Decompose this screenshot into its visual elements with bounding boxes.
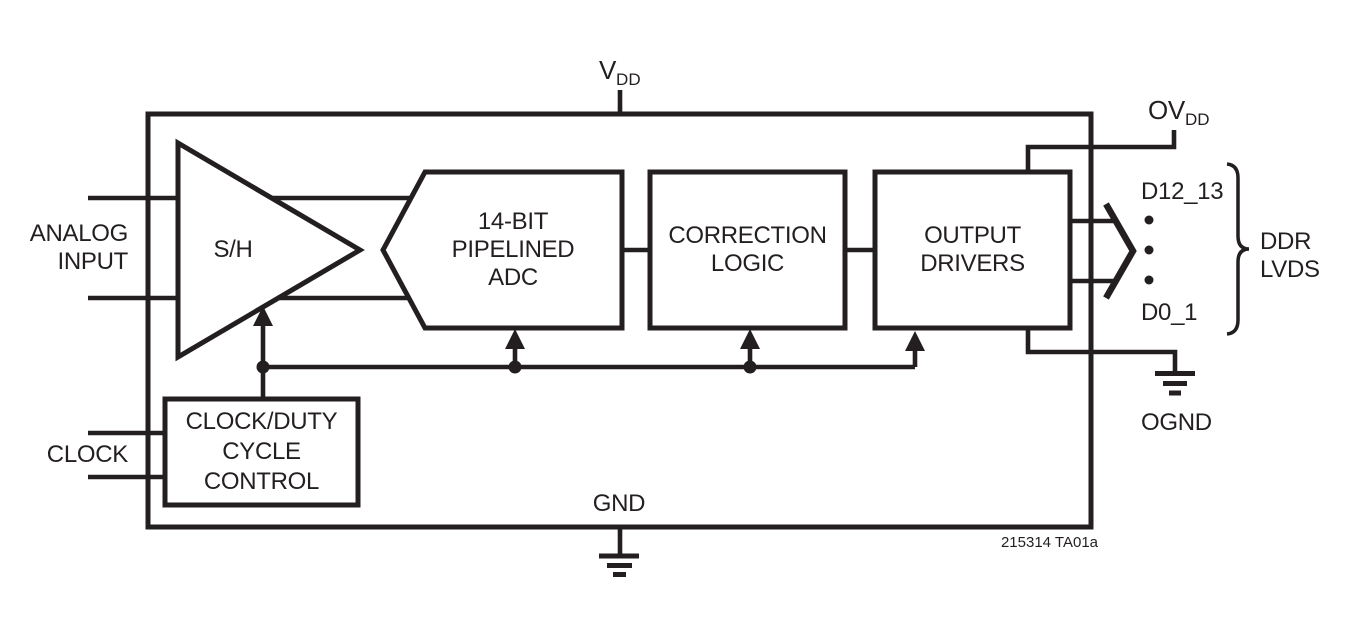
bus-brace (1226, 162, 1250, 336)
arrowhead-output (905, 331, 925, 351)
clock-control-block (162, 396, 361, 508)
ovdd-label-sub: DD (1184, 110, 1210, 129)
clock-control-label: CLOCK/DUTY CYCLE CONTROL (185, 408, 338, 495)
bus-ellipsis-dot (1144, 215, 1154, 225)
correction-logic-label: CORRECTION LOGIC (668, 222, 827, 277)
vdd-label-sub: DD (616, 70, 641, 89)
output-drivers-label: OUTPUT DRIVERS (920, 222, 1025, 277)
vdd-label-main: V (599, 55, 617, 85)
vdd-label: VDD (599, 55, 641, 89)
adc-label: 14-BIT PIPELINED ADC (451, 208, 575, 291)
data-high-label: D12_13 (1141, 178, 1224, 205)
ground-icon (1155, 371, 1195, 396)
ovdd-trace (1025, 130, 1177, 172)
junction-dot (256, 360, 270, 374)
output-drivers-block (872, 169, 1073, 331)
junction-dot (508, 360, 522, 374)
bus-ellipsis-dot (1144, 275, 1154, 285)
clock-label: CLOCK (46, 441, 129, 468)
ddr-lvds-label: DDR LVDS (1260, 228, 1320, 283)
bus-ellipsis-dot (1144, 245, 1154, 255)
ovdd-label-main: OV (1148, 95, 1185, 125)
chip-outline (145, 111, 1094, 530)
gnd-label: GND (592, 490, 646, 517)
ground-icon (599, 553, 639, 577)
adc-block (380, 169, 625, 331)
junction-dot (743, 360, 757, 374)
arrowhead-sh (253, 306, 273, 326)
analog-input-label: ANALOG INPUT (29, 220, 129, 275)
ovdd-label: OVDD (1148, 95, 1210, 129)
sample-hold-block (175, 138, 365, 362)
figure-caption: 215314 TA01a (1000, 534, 1098, 551)
ognd-trace (1025, 328, 1178, 371)
ognd-label: OGND (1141, 409, 1212, 436)
correction-logic-block (647, 169, 848, 331)
arrowhead-correction (740, 329, 760, 349)
data-low-label: D0_1 (1141, 299, 1198, 326)
sample-hold-label: S/H (213, 236, 253, 263)
bus-arrow-icon (1103, 202, 1137, 300)
arrowhead-adc (505, 329, 525, 349)
